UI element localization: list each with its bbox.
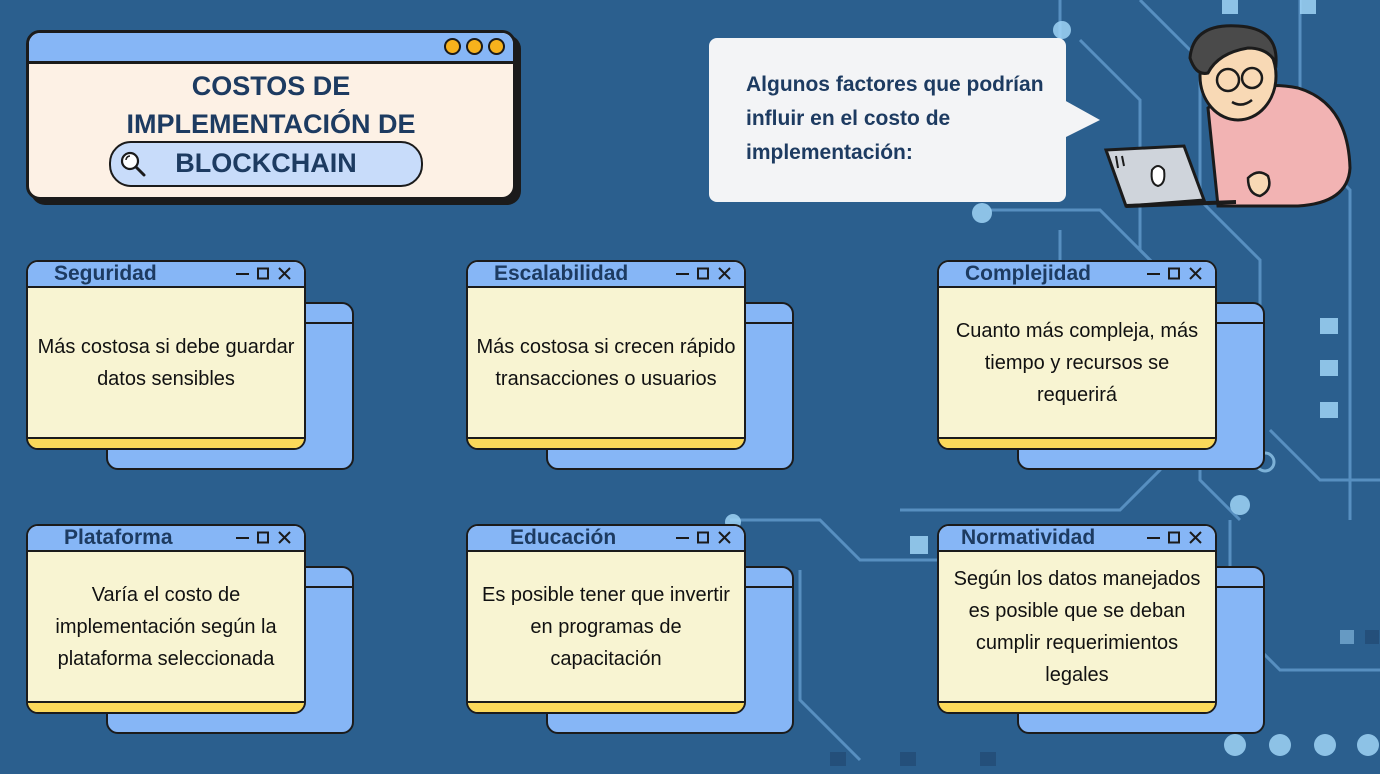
title-search-pill: BLOCKCHAIN	[109, 141, 423, 187]
card-front-window: Escalabilidad Más costosa si crecen rápi…	[466, 260, 746, 450]
maximize-icon[interactable]	[696, 530, 711, 545]
card-front-window: Seguridad Más costosa si debe guardar da…	[26, 260, 306, 450]
maximize-icon[interactable]	[256, 530, 271, 545]
speech-bubble-text: Algunos factores que podrían influir en …	[746, 73, 1044, 164]
card-body-text: Más costosa si debe guardar datos sensib…	[37, 335, 295, 390]
page-title-line-1: COSTOS DE	[191, 71, 351, 101]
card-title-bar: Seguridad	[28, 262, 304, 288]
window-controls	[675, 266, 732, 281]
window-controls	[235, 266, 292, 281]
card-escalabilidad: Escalabilidad Más costosa si crecen rápi…	[466, 260, 796, 475]
page-title-line-2: IMPLEMENTACIÓN DE	[126, 109, 416, 139]
card-title: Plataforma	[64, 526, 173, 549]
card-front-window: Normatividad Según los datos manejados e…	[937, 524, 1217, 714]
card-title-bar: Normatividad	[939, 526, 1215, 552]
card-seguridad: Seguridad Más costosa si debe guardar da…	[26, 260, 356, 475]
minimize-icon[interactable]	[675, 266, 690, 281]
window-dot	[444, 38, 461, 55]
card-title: Normatividad	[961, 526, 1096, 549]
speech-bubble: Algunos factores que podrían influir en …	[709, 38, 1066, 202]
window-controls	[675, 530, 732, 545]
card-complejidad: Complejidad Cuanto más compleja, más tie…	[937, 260, 1267, 475]
maximize-icon[interactable]	[256, 266, 271, 281]
window-controls	[1146, 530, 1203, 545]
window-dots-icon	[444, 38, 505, 55]
card-title-bar: Complejidad	[939, 262, 1215, 288]
window-controls	[235, 530, 292, 545]
card-title-bar: Educación	[468, 526, 744, 552]
card-body-text: Cuanto más compleja, más tiempo y recurs…	[955, 319, 1199, 406]
magnifier-icon	[120, 151, 146, 177]
maximize-icon[interactable]	[1167, 266, 1182, 281]
maximize-icon[interactable]	[1167, 530, 1182, 545]
close-icon[interactable]	[717, 266, 732, 281]
title-window-bar	[29, 33, 513, 64]
minimize-icon[interactable]	[235, 530, 250, 545]
card-plataforma: Plataforma Varía el costo de implementac…	[26, 524, 356, 739]
window-dot	[466, 38, 483, 55]
card-title: Complejidad	[965, 262, 1092, 285]
card-normatividad: Normatividad Según los datos manejados e…	[937, 524, 1267, 739]
minimize-icon[interactable]	[235, 266, 250, 281]
person-laptop-illustration	[1103, 24, 1352, 208]
card-title-bar: Escalabilidad	[468, 262, 744, 288]
speech-bubble-tail	[1064, 100, 1100, 138]
card-body-text: Más costosa si crecen rápido transaccion…	[476, 335, 736, 390]
close-icon[interactable]	[277, 530, 292, 545]
card-body-text: Es posible tener que invertir en program…	[482, 583, 730, 670]
maximize-icon[interactable]	[696, 266, 711, 281]
minimize-icon[interactable]	[675, 530, 690, 545]
card-title: Educación	[510, 526, 617, 549]
card-body-text: Según los datos manejados es posible que…	[953, 567, 1201, 686]
title-window: COSTOS DE IMPLEMENTACIÓN DE BLOCKCHAIN	[26, 30, 516, 200]
close-icon[interactable]	[717, 530, 732, 545]
card-educacion: Educación Es posible tener que invertir …	[466, 524, 796, 739]
page-title-line-3: BLOCKCHAIN	[175, 148, 357, 178]
card-front-window: Complejidad Cuanto más compleja, más tie…	[937, 260, 1217, 450]
close-icon[interactable]	[1188, 530, 1203, 545]
window-controls	[1146, 266, 1203, 281]
window-dot	[488, 38, 505, 55]
card-title: Seguridad	[54, 262, 157, 285]
card-title: Escalabilidad	[494, 262, 629, 285]
close-icon[interactable]	[277, 266, 292, 281]
card-body-text: Varía el costo de implementación según l…	[55, 583, 277, 670]
close-icon[interactable]	[1188, 266, 1203, 281]
card-front-window: Educación Es posible tener que invertir …	[466, 524, 746, 714]
card-title-bar: Plataforma	[28, 526, 304, 552]
minimize-icon[interactable]	[1146, 266, 1161, 281]
minimize-icon[interactable]	[1146, 530, 1161, 545]
card-front-window: Plataforma Varía el costo de implementac…	[26, 524, 306, 714]
